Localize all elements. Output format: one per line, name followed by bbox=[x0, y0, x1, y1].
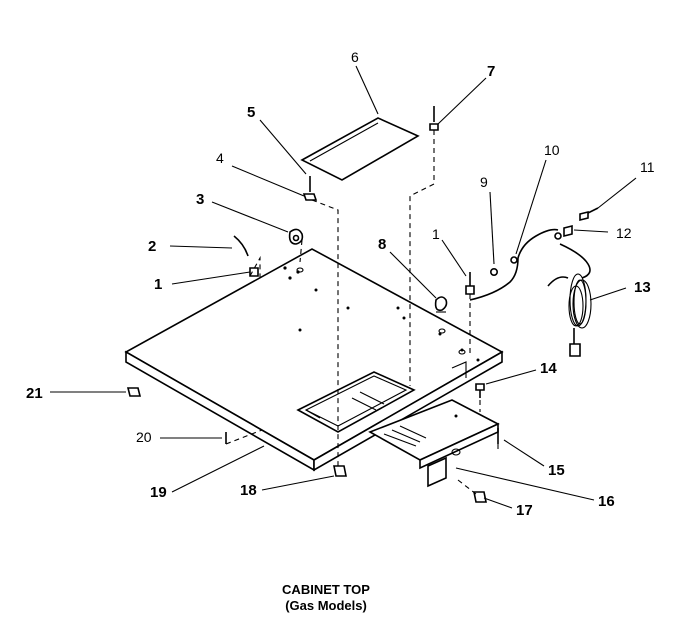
callout-14: 14 bbox=[540, 360, 557, 377]
caption-title: CABINET TOP bbox=[282, 582, 370, 597]
clamp-8 bbox=[434, 296, 448, 313]
alignment-lines bbox=[225, 130, 499, 495]
callout-19: 19 bbox=[150, 484, 167, 501]
foot-21 bbox=[126, 387, 142, 397]
callout-18: 18 bbox=[240, 482, 257, 499]
screw-11 bbox=[579, 207, 599, 222]
foot-18 bbox=[333, 465, 347, 477]
callout-13: 13 bbox=[634, 279, 651, 296]
callout-21: 21 bbox=[26, 385, 43, 402]
side-bracket bbox=[451, 361, 467, 378]
callout-10: 10 bbox=[544, 142, 560, 158]
screw-14 bbox=[475, 383, 485, 398]
callout-8: 8 bbox=[378, 236, 386, 253]
callout-1-right: 1 bbox=[432, 226, 440, 242]
callout-1-left: 1 bbox=[154, 276, 162, 293]
callout-labels: 6 7 5 4 3 2 1 8 1 9 10 11 12 13 14 15 16… bbox=[26, 49, 655, 519]
callout-17: 17 bbox=[516, 502, 533, 519]
screw-1-left bbox=[249, 267, 259, 277]
wire-harness bbox=[469, 228, 562, 301]
control-opening bbox=[296, 371, 416, 433]
cabinet-top-panel bbox=[124, 248, 504, 472]
diagram-caption: CABINET TOP (Gas Models) bbox=[282, 582, 370, 613]
power-cord bbox=[547, 243, 592, 357]
callout-16: 16 bbox=[598, 493, 615, 510]
callout-6: 6 bbox=[351, 49, 359, 65]
callout-5: 5 bbox=[247, 104, 255, 121]
callout-7: 7 bbox=[487, 63, 495, 80]
foot-17 bbox=[473, 491, 487, 503]
callout-2: 2 bbox=[148, 238, 156, 255]
callout-4: 4 bbox=[216, 150, 224, 166]
nut-4 bbox=[302, 193, 318, 201]
caption-subtitle: (Gas Models) bbox=[285, 598, 367, 613]
leader-lines bbox=[50, 65, 637, 509]
cover-plate bbox=[300, 117, 420, 181]
screw-1-right bbox=[465, 272, 475, 295]
clip-12 bbox=[563, 224, 573, 238]
screw-7 bbox=[429, 106, 439, 131]
callout-20: 20 bbox=[136, 429, 152, 445]
callout-9: 9 bbox=[480, 174, 488, 190]
clip-3 bbox=[288, 228, 304, 245]
callout-11: 11 bbox=[640, 159, 655, 175]
callout-15: 15 bbox=[548, 462, 565, 479]
screw-2 bbox=[233, 235, 249, 257]
callout-3: 3 bbox=[196, 191, 204, 208]
callout-12: 12 bbox=[616, 225, 632, 241]
